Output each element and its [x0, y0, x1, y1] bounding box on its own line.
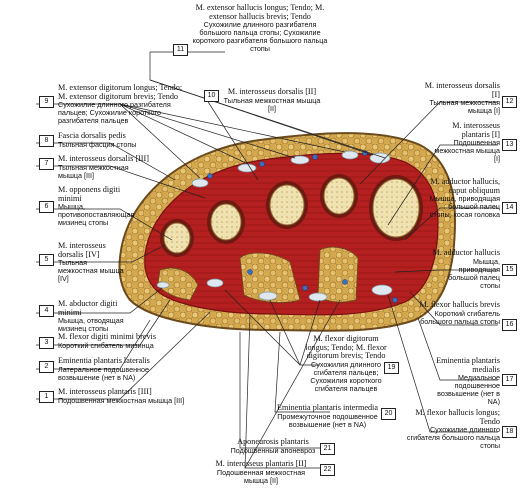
label-10: M. interosseus dorsalis [II] Тыльная меж…: [222, 87, 322, 113]
label-9-russian: Сухожилие длинного разгибателя пальцев; …: [58, 100, 171, 126]
label-2-latin: Eminentia plantaris lateralis: [58, 356, 150, 365]
label-22: M. interosseus plantaris [II] Подошвенна…: [205, 459, 317, 485]
label-8-latin: Fascia dorsalis pedis: [58, 131, 126, 140]
label-9-latin: M. extensor digitorum longus; Tendo; M. …: [58, 83, 183, 101]
label-15: M. adductor hallucis Мышца, приводящая б…: [432, 248, 500, 290]
label-number-14: 14: [502, 202, 517, 214]
label-6-latin: M. opponens digiti minimi: [58, 185, 121, 203]
label-12-latin: M. interosseus dorsalis [I]: [424, 81, 500, 99]
label-15-latin: M. adductor hallucis: [432, 248, 500, 257]
label-19: M. flexor digitorum longus; Tendo; M. fl…: [305, 334, 387, 393]
label-number-7: 7: [39, 158, 54, 170]
label-1-latin: M. interosseus plantaris [III]: [58, 387, 152, 396]
label-7-russian: Тыльная межкостная мышца [III]: [58, 162, 129, 180]
label-number-2: 2: [39, 361, 54, 373]
label-3: M. flexor digiti minimi brevis Короткий …: [58, 332, 188, 350]
label-number-17: 17: [502, 374, 517, 386]
label-2-russian: Латеральное подошвенное возвышение (нет …: [58, 364, 150, 382]
metatarsal-bones: [160, 174, 423, 257]
label-7-latin: M. interosseus dorsalis [III]: [58, 154, 149, 163]
label-4-latin: M. abductor digiti minimi: [58, 299, 118, 317]
label-17-latin: Eminentia plantaris medialis: [436, 356, 500, 374]
label-12: M. interosseus dorsalis [I] Тыльная межк…: [418, 81, 500, 116]
label-number-4: 4: [39, 305, 54, 317]
label-16: M. flexor hallucis brevis Короткий сгиба…: [418, 300, 501, 326]
label-6-russian: Мышца, противопоставляющая мизинец стопы: [58, 202, 135, 228]
label-number-5: 5: [39, 254, 54, 266]
label-1-russian: Подошвенная межкостная мышца [III]: [58, 395, 185, 405]
label-13: M. interosseus plantaris [I] Подошвенная…: [432, 121, 500, 164]
label-3-russian: Короткий сгибатель мизинца: [58, 340, 154, 350]
label-15-russian: Мышца, приводящая большой палец стопы: [448, 256, 500, 290]
label-number-9: 9: [39, 96, 54, 108]
label-number-20: 20: [381, 408, 396, 420]
label-14-russian: Мышца, приводящая большой палец стопы, к…: [429, 194, 500, 220]
label-number-6: 6: [39, 201, 54, 213]
leader-lines: [36, 51, 498, 469]
label-16-latin: M. flexor hallucis brevis: [419, 300, 501, 309]
label-9: M. extensor digitorum longus; Tendo; M. …: [58, 83, 190, 126]
label-21: Aponeurosis plantaris Подошвенный апонев…: [228, 437, 318, 455]
label-20-russian: Промежуточное подошвенное возвышение (не…: [277, 411, 378, 429]
label-17-russian: Медиальное подошвенное возвышение (нет в…: [437, 373, 500, 407]
label-19-russian: Сухожилия длинного сгибателя пальцев; Су…: [310, 359, 382, 393]
label-number-3: 3: [39, 337, 54, 349]
label-20: Eminentia plantaris intermedia Промежуто…: [275, 403, 380, 429]
label-number-15: 15: [502, 264, 517, 276]
label-20-latin: Eminentia plantaris intermedia: [277, 403, 378, 412]
label-18-latin: M. flexor hallucis longus; Tendo: [415, 408, 500, 426]
label-4-russian: Мышца, отводящая мизинец стопы: [58, 316, 124, 334]
label-21-russian: Подошвенный апоневроз: [230, 445, 316, 455]
label-18-russian: Сухожилие длинного сгибателя большого па…: [406, 425, 500, 451]
label-14: M. adductor hallucis, caput obliquum Мыш…: [428, 177, 500, 220]
label-number-8: 8: [39, 135, 54, 147]
label-number-19: 19: [384, 362, 399, 374]
label-number-12: 12: [502, 96, 517, 108]
label-21-latin: Aponeurosis plantaris: [237, 437, 309, 446]
label-17: Eminentia plantaris medialis Медиальное …: [428, 356, 500, 407]
vessels: [207, 150, 398, 303]
label-number-10: 10: [204, 90, 219, 102]
label-5: M. interosseus dorsalis [IV] Тыльная меж…: [58, 241, 128, 284]
label-number-18: 18: [502, 426, 517, 438]
label-5-latin: M. interosseus dorsalis [IV]: [58, 241, 106, 259]
label-11-latin: M. extensor hallucis longus; Tendo; M. e…: [195, 3, 325, 21]
label-10-russian: Тыльная межкостная мышца [II]: [223, 95, 321, 113]
label-7: M. interosseus dorsalis [III] Тыльная ме…: [58, 154, 153, 180]
label-22-russian: Подошвенная межкостная мышца [II]: [216, 467, 306, 485]
label-5-russian: Тыльная межкостная мышца [IV]: [58, 258, 124, 284]
label-2: Eminentia plantaris lateralis Латерально…: [58, 356, 183, 382]
label-4: M. abductor digiti minimi Мышца, отводящ…: [58, 299, 128, 334]
label-22-latin: M. interosseus plantaris [II]: [215, 459, 307, 468]
label-number-22: 22: [320, 464, 335, 476]
label-16-russian: Короткий сгибатель большого пальца стопы: [420, 308, 500, 326]
label-14-latin: M. adductor hallucis, caput obliquum: [430, 177, 500, 195]
label-number-21: 21: [320, 443, 335, 455]
label-6: M. opponens digiti minimi Мышца, противо…: [58, 185, 135, 228]
inner-region: [144, 152, 439, 316]
label-18: M. flexor hallucis longus; Tendo Сухожил…: [400, 408, 500, 451]
label-number-13: 13: [502, 139, 517, 151]
label-number-1: 1: [39, 391, 54, 403]
label-11: M. extensor hallucis longus; Tendo; M. e…: [190, 3, 330, 54]
label-19-latin: M. flexor digitorum longus; Tendo; M. fl…: [305, 334, 387, 361]
label-12-russian: Тыльная межкостная мышца [I]: [429, 98, 500, 116]
label-13-latin: M. interosseus plantaris [I]: [452, 121, 500, 139]
label-number-11: 11: [173, 44, 188, 56]
label-13-russian: Подошвенная межкостная мышца [I]: [434, 138, 500, 164]
label-11-russian: Сухожилие длинного разгибателя большого …: [192, 20, 328, 54]
label-10-latin: M. interosseus dorsalis [II]: [227, 87, 317, 96]
label-8-russian: Тыльная фасция стопы: [58, 139, 137, 149]
label-3-latin: M. flexor digiti minimi brevis: [58, 332, 157, 341]
label-8: Fascia dorsalis pedis Тыльная фасция сто…: [58, 131, 158, 149]
label-1: M. interosseus plantaris [III] Подошвенн…: [58, 387, 188, 405]
label-number-16: 16: [502, 319, 517, 331]
